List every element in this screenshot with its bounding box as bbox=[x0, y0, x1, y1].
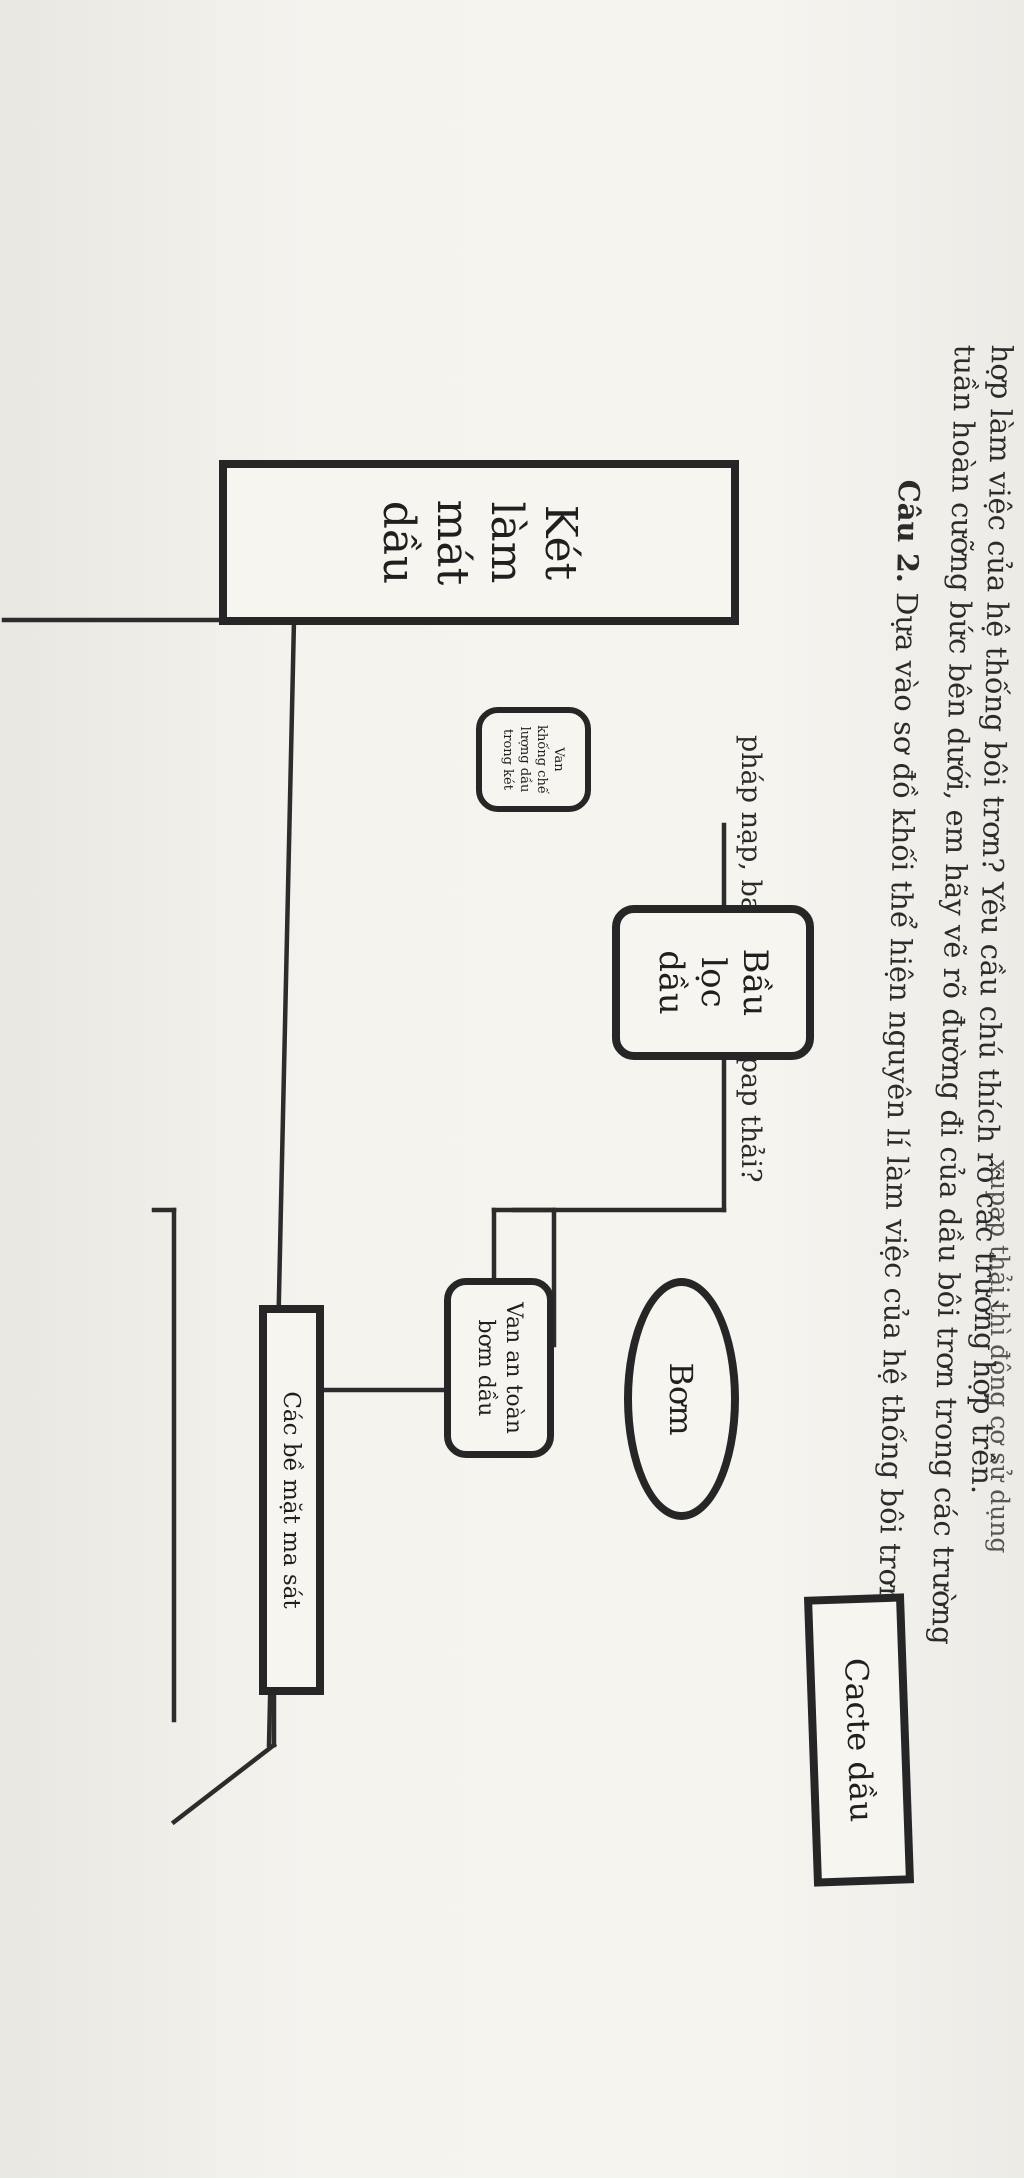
bom-label: Bơm bbox=[662, 1362, 701, 1436]
van-khong-che-box: Van khống chế lượng dầu trong két bbox=[476, 707, 591, 812]
cac-be-mat-ma-sat-box: Các bề mặt ma sát bbox=[259, 1305, 324, 1695]
van-khong-che-label: Van khống chế lượng dầu trong két bbox=[500, 725, 567, 794]
ket-lam-mat-dau-label: Két làm mát dầu bbox=[373, 499, 586, 586]
ket-lam-mat-dau-box: Két làm mát dầu bbox=[219, 460, 739, 625]
cac-be-mat-ma-sat-label: Các bề mặt ma sát bbox=[278, 1391, 305, 1609]
bom-oval: Bơm bbox=[624, 1278, 739, 1520]
bau-loc-dau-box: Bầu lọc dầu bbox=[612, 905, 814, 1060]
cacte-dau-box: Cacte dầu bbox=[803, 1593, 915, 1887]
van-an-toan-label: Van an toàn bơm dầu bbox=[473, 1302, 526, 1434]
bau-loc-dau-label: Bầu lọc dầu bbox=[651, 948, 775, 1017]
van-an-toan-box: Van an toàn bơm dầu bbox=[444, 1278, 554, 1458]
cacte-dau-label: Cacte dầu bbox=[837, 1657, 881, 1823]
